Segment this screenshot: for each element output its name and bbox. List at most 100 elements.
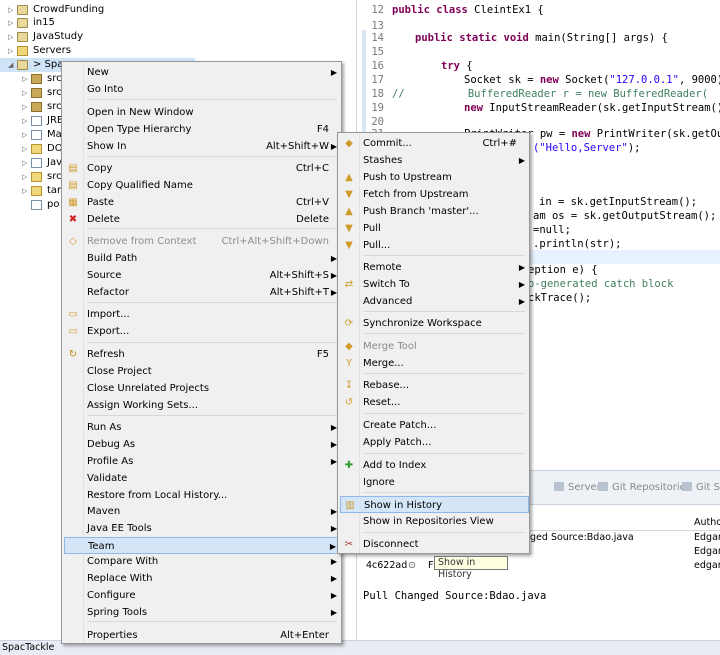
tab-git-repositories[interactable]: Git Repositories xyxy=(598,481,691,495)
tree-item[interactable]: ▷src xyxy=(14,100,357,114)
menu-item-maven[interactable]: Maven▶ xyxy=(64,503,341,520)
menu-item-team[interactable]: Team▶ xyxy=(64,537,341,554)
menu-item-label: Refresh xyxy=(87,349,125,360)
team-item-create-patch[interactable]: Create Patch... xyxy=(340,417,529,434)
tree-item[interactable]: po xyxy=(14,198,357,212)
team-item-pull[interactable]: ▼Pull xyxy=(340,220,529,237)
menu-item-new[interactable]: New▶ xyxy=(64,64,341,81)
table-row[interactable]: nged Source:Bdao.java EdgarH xyxy=(358,531,720,545)
expand-icon[interactable]: ▷ xyxy=(8,19,14,27)
expand-icon[interactable]: ▷ xyxy=(8,33,14,41)
tree-item[interactable]: ▷JavaStudy xyxy=(0,30,357,44)
team-item-reset[interactable]: ↺Reset... xyxy=(340,394,529,411)
collapse-icon[interactable]: ◢ xyxy=(8,61,14,69)
menu-separator xyxy=(363,532,525,533)
table-row[interactable]: EdgarH xyxy=(358,545,720,559)
tree-item[interactable]: ▷Ma xyxy=(14,128,357,142)
team-item-push-branch-master[interactable]: ▲Push Branch 'master'... xyxy=(340,203,529,220)
team-item-synchronize-workspace[interactable]: ⟳Synchronize Workspace xyxy=(340,315,529,332)
pull-icon: ▼ xyxy=(345,223,353,234)
expand-icon[interactable]: ▷ xyxy=(22,159,28,167)
expand-icon[interactable]: ▷ xyxy=(22,75,28,83)
team-item-add-to-index[interactable]: ✚Add to Index xyxy=(340,457,529,474)
team-item-fetch-from-upstream[interactable]: ▼Fetch from Upstream xyxy=(340,186,529,203)
expand-icon[interactable]: ▷ xyxy=(22,145,28,153)
menu-item-debug-as[interactable]: Debug As▶ xyxy=(64,436,341,453)
menu-item-label: Source xyxy=(87,270,122,281)
team-item-merge-tool[interactable]: ◆Merge Tool xyxy=(340,338,529,355)
menu-item-configure[interactable]: Configure▶ xyxy=(64,587,341,604)
tab-servers[interactable]: Servers xyxy=(554,481,606,495)
menu-item-java-ee-tools[interactable]: Java EE Tools▶ xyxy=(64,520,341,537)
menu-item-export[interactable]: ▭Export... xyxy=(64,323,341,340)
menu-item-spring-tools[interactable]: Spring Tools▶ xyxy=(64,604,341,621)
expand-icon[interactable]: ▷ xyxy=(8,6,14,14)
team-item-disconnect[interactable]: ✂Disconnect xyxy=(340,536,529,553)
tree-item[interactable]: ▷ CrowdFunding xyxy=(0,3,357,17)
menu-item-replace-with[interactable]: Replace With▶ xyxy=(64,570,341,587)
tree-item[interactable]: ▷Jav xyxy=(14,156,357,170)
tree-item[interactable]: ▷src xyxy=(14,86,357,100)
menu-item-import[interactable]: ▭Import... xyxy=(64,306,341,323)
commit-message: nged Source:Bdao.java xyxy=(524,532,634,543)
submenu-arrow-icon: ▶ xyxy=(329,542,336,551)
menu-item-go-into[interactable]: Go Into xyxy=(64,81,341,98)
team-item-switch-to[interactable]: ⇄Switch To▶ xyxy=(340,276,529,293)
menu-item-close-unrelated-projects[interactable]: Close Unrelated Projects xyxy=(64,380,341,397)
tree-item[interactable]: ▷tar xyxy=(14,184,357,198)
submenu-arrow-icon: ▶ xyxy=(330,524,337,533)
team-item-advanced[interactable]: Advanced▶ xyxy=(340,293,529,310)
menu-item-build-path[interactable]: Build Path▶ xyxy=(64,250,341,267)
team-item-apply-patch[interactable]: Apply Patch... xyxy=(340,434,529,451)
tree-item[interactable]: ▷DO xyxy=(14,142,357,156)
menu-item-copy-qualified-name[interactable]: ▤Copy Qualified Name xyxy=(64,177,341,194)
team-item-remote[interactable]: Remote▶ xyxy=(340,259,529,276)
team-item-show-in-repositories-view[interactable]: Show in Repositories View xyxy=(340,513,529,530)
team-item-pull[interactable]: ▼Pull... xyxy=(340,237,529,254)
expand-icon[interactable]: ▷ xyxy=(22,173,28,181)
code-text: { xyxy=(459,60,473,72)
team-item-ignore[interactable]: Ignore xyxy=(340,474,529,491)
menu-item-open-in-new-window[interactable]: Open in New Window xyxy=(64,104,341,121)
menu-item-profile-as[interactable]: Profile As▶ xyxy=(64,453,341,470)
tree-item-label: CrowdFunding xyxy=(33,4,105,15)
expand-icon[interactable]: ▷ xyxy=(22,89,28,97)
team-item-commit[interactable]: ◆Commit...Ctrl+# xyxy=(340,135,529,152)
menu-item-compare-with[interactable]: Compare With▶ xyxy=(64,553,341,570)
tab-git-staging[interactable]: Git St xyxy=(682,481,720,495)
tree-item[interactable]: ▷in15 xyxy=(0,16,357,30)
expand-icon[interactable]: ▷ xyxy=(22,103,28,111)
tree-item[interactable]: ▷JRE xyxy=(14,114,357,128)
menu-item-restore-from-local-history[interactable]: Restore from Local History... xyxy=(64,487,341,504)
team-item-show-in-history[interactable]: ▥Show in History xyxy=(340,496,529,513)
menu-item-close-project[interactable]: Close Project xyxy=(64,363,341,380)
team-item-stashes[interactable]: Stashes▶ xyxy=(340,152,529,169)
expand-icon[interactable]: ▷ xyxy=(8,47,14,55)
menu-item-validate[interactable]: Validate xyxy=(64,470,341,487)
menu-item-label: New xyxy=(87,67,109,78)
menu-item-assign-working-sets[interactable]: Assign Working Sets... xyxy=(64,397,341,414)
menu-item-run-as[interactable]: Run As▶ xyxy=(64,419,341,436)
expand-icon[interactable]: ▷ xyxy=(22,187,28,195)
expand-icon[interactable]: ▷ xyxy=(22,117,28,125)
tree-item[interactable]: ▷src xyxy=(14,170,357,184)
tree-item[interactable]: ▷src xyxy=(14,72,357,86)
expand-icon[interactable]: ▷ xyxy=(22,131,28,139)
table-row[interactable]: 4c622ad ⊙ F edgarS xyxy=(358,559,720,573)
team-item-push-to-upstream[interactable]: ▲Push to Upstream xyxy=(340,169,529,186)
author-column-header[interactable]: Autho xyxy=(694,517,720,528)
menu-item-label: Show in Repositories View xyxy=(363,516,494,527)
tree-item[interactable]: ▷Servers xyxy=(0,44,357,58)
team-item-rebase[interactable]: ↧Rebase... xyxy=(340,377,529,394)
